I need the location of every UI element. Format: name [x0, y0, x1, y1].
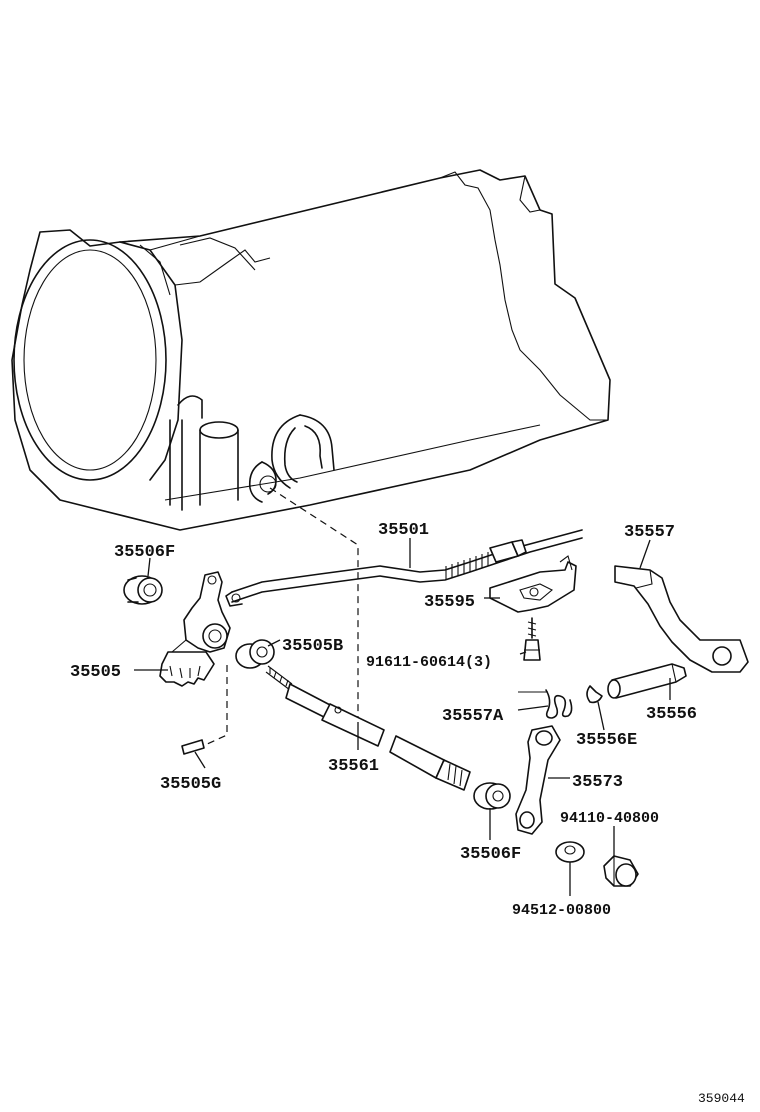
link-35573	[515, 725, 561, 835]
label-35573: 35573	[572, 773, 623, 792]
oil-seal-bottom	[473, 782, 511, 810]
pin-35556	[607, 663, 687, 699]
bolt-91611	[523, 617, 541, 661]
lever-35557	[614, 565, 749, 673]
label-35561: 35561	[328, 757, 379, 776]
collar-35505B	[235, 639, 275, 669]
label-35506F-top: 35506F	[114, 543, 175, 562]
washer-94512	[555, 841, 585, 863]
cable-boot	[445, 539, 527, 580]
nut-94110	[603, 855, 639, 887]
transmission-housing	[11, 169, 611, 531]
shaft-35561	[265, 665, 471, 791]
transmission-cable	[225, 529, 583, 607]
label-35557A: 35557A	[442, 707, 504, 726]
valve-lever-35505	[159, 571, 231, 687]
alignment-dashes	[204, 487, 359, 746]
label-35505B: 35505B	[282, 637, 343, 656]
spring-35557A	[518, 689, 573, 719]
leader-lines	[134, 538, 671, 896]
label-94110: 94110-40800	[560, 810, 659, 827]
diagram-reference-number: 359044	[698, 1091, 745, 1106]
e-clip-35556E	[586, 685, 603, 704]
label-35557: 35557	[624, 523, 675, 542]
label-35556E: 35556E	[576, 731, 637, 750]
label-91611: 91611-60614(3)	[366, 654, 492, 671]
label-35595: 35595	[424, 593, 475, 612]
label-35556: 35556	[646, 705, 697, 724]
label-35501: 35501	[378, 521, 429, 540]
label-35505: 35505	[70, 663, 121, 682]
label-35506F-bottom: 35506F	[460, 845, 521, 864]
oil-seal-top	[123, 575, 163, 605]
label-94512: 94512-00800	[512, 902, 611, 919]
cable-bracket	[489, 555, 577, 613]
pin-35505G	[181, 739, 205, 755]
part-labels: 35501 35557 35506F 35595 35505B 91611-60…	[70, 521, 697, 919]
label-35505G: 35505G	[160, 775, 221, 794]
